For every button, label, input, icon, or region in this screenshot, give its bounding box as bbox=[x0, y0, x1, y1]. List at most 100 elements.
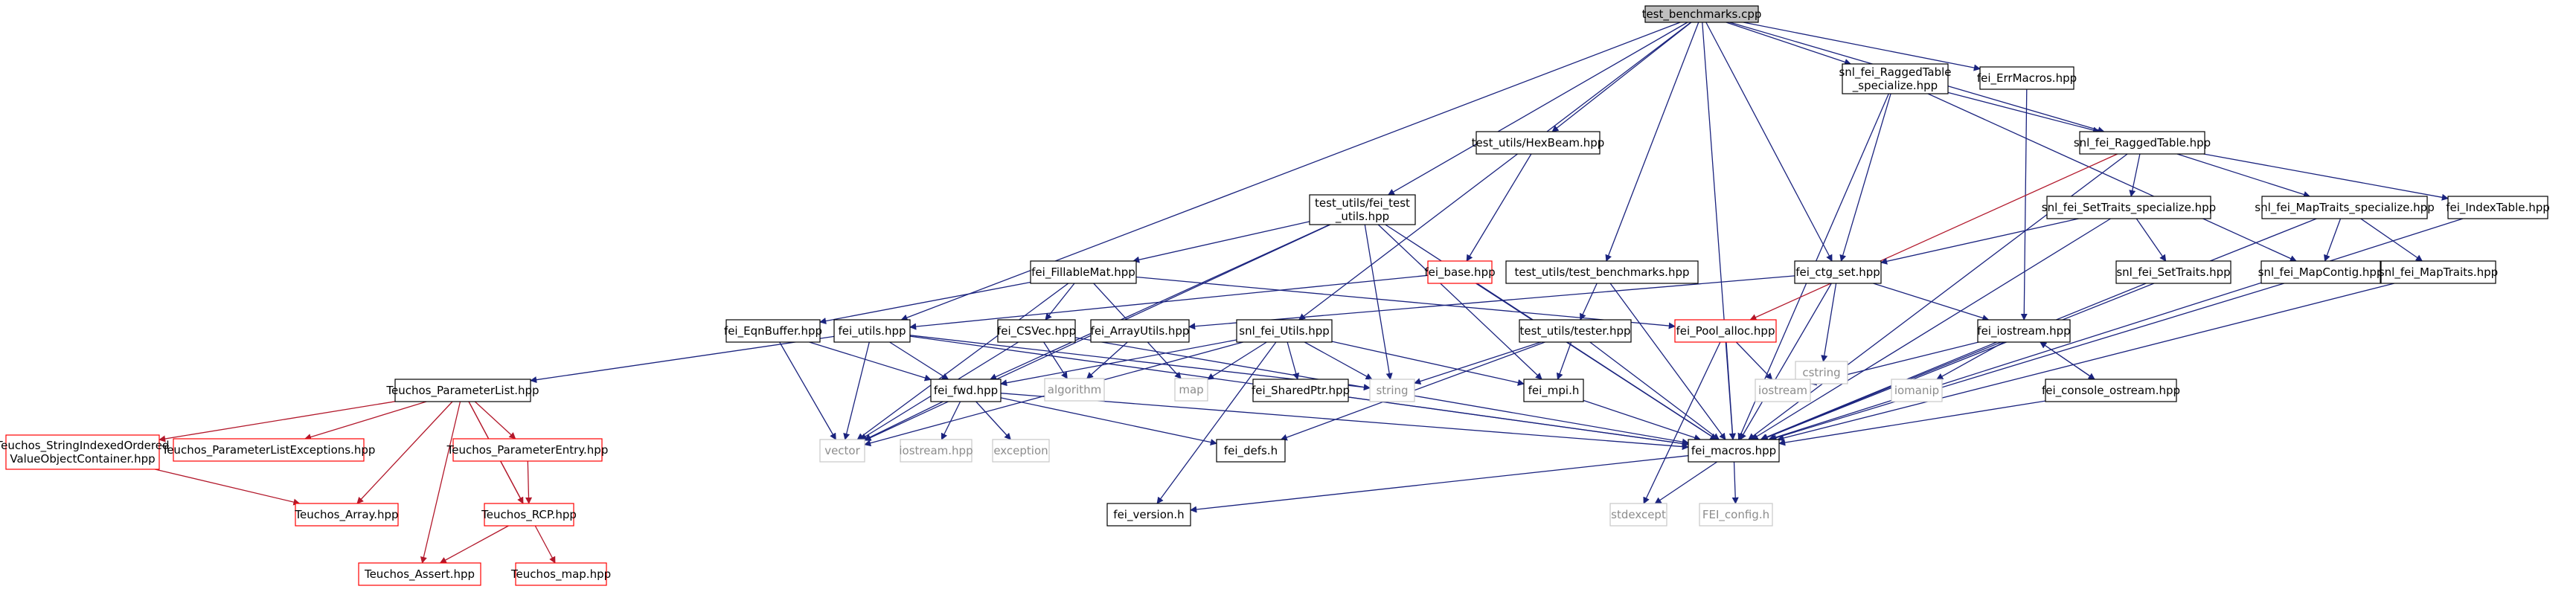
node-label: fei_IndexTable.hpp bbox=[2446, 201, 2550, 215]
node-fillablemat[interactable]: fei_FillableMat.hpp bbox=[1030, 260, 1137, 284]
node-csvec[interactable]: fei_CSVec.hpp bbox=[997, 319, 1076, 343]
edge-rcp-to-teuchos_assert bbox=[439, 525, 509, 564]
node-label: vector bbox=[824, 444, 860, 457]
node-plexceptions[interactable]: Teuchos_ParameterListExceptions.hpp bbox=[161, 438, 376, 462]
node-label: fei_ArrayUtils.hpp bbox=[1091, 324, 1190, 338]
node-box bbox=[1044, 378, 1105, 402]
node-teuchos-map[interactable]: Teuchos_map.hpp bbox=[510, 562, 611, 586]
edge-ragged_spec-to-ctg_set bbox=[1839, 93, 1891, 262]
node-paramlist[interactable]: Teuchos_ParameterList.hpp bbox=[385, 379, 539, 402]
node-label: Teuchos_ParameterList.hpp bbox=[385, 384, 539, 398]
edge-indextable-to-fei_macros bbox=[1768, 218, 2464, 441]
node-box bbox=[1427, 260, 1493, 284]
edge-pool_alloc-to-fei_macros bbox=[1726, 341, 1736, 440]
edge-fei_fwd-to-fei_defs bbox=[1000, 397, 1217, 446]
node-fei-mpi[interactable]: fei_mpi.h bbox=[1523, 379, 1584, 402]
node-box bbox=[1699, 503, 1773, 527]
node-label: cstring bbox=[1802, 366, 1840, 379]
node-label: fei_FillableMat.hpp bbox=[1031, 265, 1135, 280]
edge-fillablemat-to-eqnbuffer bbox=[819, 281, 1031, 325]
node-teuchos-assert[interactable]: Teuchos_Assert.hpp bbox=[358, 562, 481, 586]
node-label: _specialize.hpp bbox=[1852, 79, 1938, 93]
node-box bbox=[1106, 503, 1191, 527]
edge-fei_test_utils-to-fillablemat bbox=[1132, 221, 1310, 263]
node-hexbeam[interactable]: test_utils/HexBeam.hpp bbox=[1472, 131, 1605, 155]
node-fei-fwd[interactable]: fei_fwd.hpp bbox=[930, 379, 1002, 402]
node-box bbox=[2261, 196, 2428, 219]
node-box bbox=[2447, 196, 2548, 219]
edge-fei_utils-to-paramlist bbox=[530, 335, 835, 384]
node-fei-utils[interactable]: fei_utils.hpp bbox=[833, 319, 911, 343]
edge-pool_alloc-to-iostream bbox=[1735, 341, 1773, 380]
node-fei-iostream[interactable]: fei_iostream.hpp bbox=[1977, 319, 2071, 343]
node-maptraits[interactable]: snl_fei_MapTraits.hpp bbox=[2379, 260, 2498, 284]
node-fei-version[interactable]: fei_version.h bbox=[1106, 503, 1191, 527]
node-maptraits-spec[interactable]: snl_fei_MapTraits_specialize.hpp bbox=[2255, 196, 2435, 219]
edge-fei_macros-to-fei_config bbox=[1731, 461, 1739, 504]
node-box bbox=[1505, 260, 1699, 284]
edge-console_ostream-to-fei_iostream bbox=[2040, 341, 2095, 380]
node-box bbox=[833, 319, 911, 343]
node-mapcontig[interactable]: snl_fei_MapContig.hpp bbox=[2258, 260, 2384, 284]
node-ctg-set[interactable]: fei_ctg_set.hpp bbox=[1794, 260, 1882, 284]
node-box bbox=[2079, 131, 2205, 155]
node-ragged-spec[interactable]: snl_fei_RaggedTable_specialize.hpp bbox=[1839, 63, 1952, 94]
edge-fei_mpi-to-fei_macros bbox=[1583, 399, 1702, 441]
edge-ctg_set-to-fei_iostream bbox=[1873, 283, 1990, 321]
edge-root-to-fei_test_utils bbox=[1387, 22, 1688, 196]
node-tester[interactable]: test_utils/tester.hpp bbox=[1519, 319, 1632, 343]
node-rcp[interactable]: Teuchos_RCP.hpp bbox=[481, 503, 577, 527]
node-settraits[interactable]: snl_fei_SetTraits.hpp bbox=[2115, 260, 2231, 284]
edge-root-to-ragged_spec bbox=[1726, 22, 1852, 65]
node-errmacros[interactable]: fei_ErrMacros.hpp bbox=[1977, 66, 2077, 90]
node-sharedptr[interactable]: fei_SharedPtr.hpp bbox=[1252, 379, 1350, 402]
node-eqnbuffer[interactable]: fei_EqnBuffer.hpp bbox=[724, 319, 822, 343]
edge-maptraits-to-fei_macros bbox=[1777, 283, 2394, 442]
node-settraits-spec[interactable]: snl_fei_SetTraits_specialize.hpp bbox=[2042, 196, 2216, 219]
node-box bbox=[295, 503, 399, 527]
node-label: snl_fei_RaggedTable.hpp bbox=[2074, 136, 2211, 150]
node-indextable[interactable]: fei_IndexTable.hpp bbox=[2446, 196, 2550, 219]
edge-paramlist-to-teuchos_assert bbox=[420, 401, 461, 564]
node-arrayutils[interactable]: fei_ArrayUtils.hpp bbox=[1090, 319, 1190, 343]
edge-csvec-to-algorithm bbox=[1043, 341, 1068, 379]
node-label: fei_SharedPtr.hpp bbox=[1252, 384, 1350, 398]
edge-ctg_set-to-fei_macros bbox=[1740, 283, 1832, 440]
node-fei-test-utils[interactable]: test_utils/fei_test_utils.hpp bbox=[1309, 194, 1416, 225]
node-box bbox=[1252, 379, 1349, 402]
node-fei-macros[interactable]: fei_macros.hpp bbox=[1688, 439, 1780, 463]
node-pool-alloc[interactable]: fei_Pool_alloc.hpp bbox=[1674, 319, 1777, 343]
edge-ragged_spec-to-mapcontig bbox=[1927, 93, 2297, 262]
node-root[interactable]: test_benchmarks.cpp bbox=[1642, 5, 1762, 23]
edge-root-to-hexbeam bbox=[1551, 22, 1692, 132]
node-exception: exception bbox=[992, 439, 1050, 463]
edge-ragged-to-pool_alloc bbox=[1749, 153, 2118, 321]
edge-tu_bench-to-tester bbox=[1580, 283, 1598, 321]
node-fei-base[interactable]: fei_base.hpp bbox=[1424, 260, 1496, 284]
edge-fei_fwd-to-iostream_hpp bbox=[941, 401, 961, 440]
node-snl-utils[interactable]: snl_fei_Utils.hpp bbox=[1236, 319, 1333, 343]
node-label: snl_fei_Utils.hpp bbox=[1239, 324, 1330, 338]
node-ragged[interactable]: snl_fei_RaggedTable.hpp bbox=[2074, 131, 2211, 155]
node-stdexcept: stdexcept bbox=[1609, 503, 1667, 527]
edge-eqnbuffer-to-vector bbox=[779, 341, 836, 440]
node-box bbox=[725, 319, 821, 343]
node-box bbox=[1369, 379, 1415, 402]
node-label: stdexcept bbox=[1611, 508, 1666, 521]
node-teuchos-array[interactable]: Teuchos_Array.hpp bbox=[294, 503, 399, 527]
node-label: fei_utils.hpp bbox=[838, 324, 906, 338]
node-console-ostream[interactable]: fei_console_ostream.hpp bbox=[2042, 379, 2180, 402]
node-label: Teuchos_RCP.hpp bbox=[481, 508, 577, 522]
node-label: _utils.hpp bbox=[1335, 210, 1389, 224]
node-label: fei_iostream.hpp bbox=[1977, 324, 2070, 338]
node-box bbox=[1977, 319, 2071, 343]
node-sioc[interactable]: Teuchos_StringIndexedOrderedValueObjectC… bbox=[0, 434, 170, 470]
node-label: Teuchos_Array.hpp bbox=[294, 508, 398, 522]
edge-ctg_set-to-arrayutils bbox=[1188, 275, 1795, 330]
node-fei-defs[interactable]: fei_defs.h bbox=[1216, 439, 1286, 463]
node-tu-bench[interactable]: test_utils/test_benchmarks.hpp bbox=[1505, 260, 1699, 284]
node-box bbox=[394, 379, 531, 402]
node-box bbox=[1174, 378, 1208, 402]
node-paramentry[interactable]: Teuchos_ParameterEntry.hpp bbox=[446, 438, 609, 462]
node-label: test_utils/HexBeam.hpp bbox=[1472, 136, 1605, 150]
